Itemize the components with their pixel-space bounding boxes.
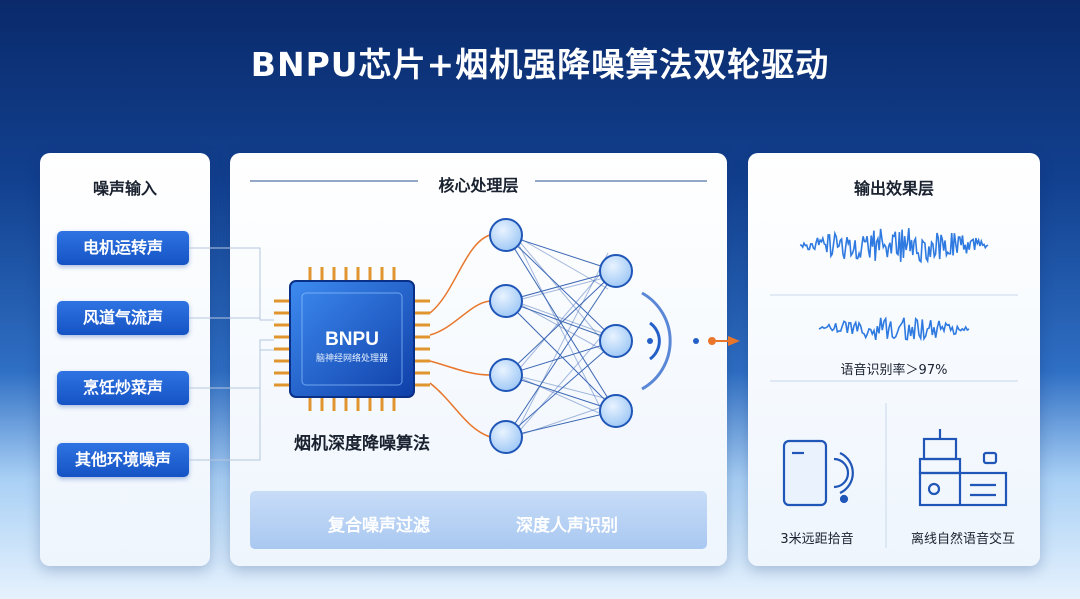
network-link (513, 276, 609, 302)
chip-subtitle: 脑神经网络处理器 (316, 352, 388, 364)
arrow-head (728, 336, 740, 346)
feature-voice-recognition: 深度人声识别 (516, 516, 618, 536)
microphone-device-icon (782, 439, 854, 507)
chip-pins (274, 267, 430, 411)
network-link (505, 374, 617, 412)
network-link (505, 270, 617, 438)
core-panel-title: 核心处理层 (438, 176, 519, 195)
output-graphics (770, 228, 1018, 548)
network-links (505, 234, 617, 438)
network-link (513, 252, 609, 438)
network-link (513, 300, 609, 336)
network-link (513, 234, 609, 424)
core-diagram: BNPU 脑神经网络处理器 (250, 180, 727, 454)
network-link (505, 234, 617, 342)
output-panel: 输出效果层 语音识别率＞97% 3米远距拾音 离线自然语音交互 (748, 153, 1040, 566)
network-node (489, 284, 523, 318)
noise-item-airflow[interactable]: 风道气流声 (57, 301, 189, 335)
noise-input-panel: 噪声输入 电机运转声 风道气流声 烹饪炒菜声 其他环境噪声 (40, 153, 210, 566)
network-node (489, 358, 523, 392)
feature-offline-voice: 离线自然语音交互 (910, 532, 1015, 547)
network-link (505, 234, 617, 272)
network-link (505, 270, 617, 376)
network-link (505, 270, 617, 302)
network-link (513, 374, 609, 418)
network-link (505, 340, 617, 438)
chip-inner-border (301, 292, 403, 386)
noise-item-cooking[interactable]: 烹饪炒菜声 (57, 371, 189, 405)
output-panel-title: 输出效果层 (853, 179, 934, 198)
network-link (505, 340, 617, 376)
wave-dot (693, 338, 699, 344)
algorithm-label: 烟机深度降噪算法 (294, 434, 430, 454)
network-link (513, 300, 609, 354)
network-node (599, 394, 633, 428)
clean-waveform (818, 316, 970, 342)
network-link (505, 410, 617, 438)
chip-body (289, 280, 415, 398)
network-link (513, 264, 609, 376)
noisy-waveform (799, 228, 989, 264)
chip-to-network-links (429, 234, 491, 438)
core-processing-panel: 核心处理层 BNPU 脑神经网络处理器 (230, 153, 727, 566)
network-node (599, 254, 633, 288)
network-link (513, 374, 609, 400)
network-link (513, 328, 609, 438)
network-link (505, 300, 617, 412)
page-title: BNPU芯片+烟机强降噪算法双轮驱动 (250, 45, 830, 84)
network-link (505, 300, 617, 342)
network-nodes (489, 218, 633, 454)
network-link (513, 234, 609, 290)
network-link (513, 234, 609, 348)
feature-far-field: 3米远距拾音 (780, 532, 854, 547)
output-dot (708, 337, 716, 345)
noise-item-motor[interactable]: 电机运转声 (57, 231, 189, 265)
noise-input-title: 噪声输入 (92, 179, 157, 198)
chip-name: BNPU (325, 329, 379, 350)
wave-dot (647, 338, 653, 344)
recognition-rate: 语音识别率＞97% (840, 363, 948, 378)
feature-bar: 复合噪声过滤 深度人声识别 (250, 491, 707, 549)
kitchen-icon (918, 429, 1008, 507)
network-node (489, 420, 523, 454)
feature-noise-filter: 复合噪声过滤 (328, 516, 430, 536)
sound-wave-arcs (641, 291, 672, 391)
noise-item-other[interactable]: 其他环境噪声 (57, 443, 189, 477)
network-link (513, 404, 609, 438)
network-node (489, 218, 523, 252)
network-node (599, 324, 633, 358)
